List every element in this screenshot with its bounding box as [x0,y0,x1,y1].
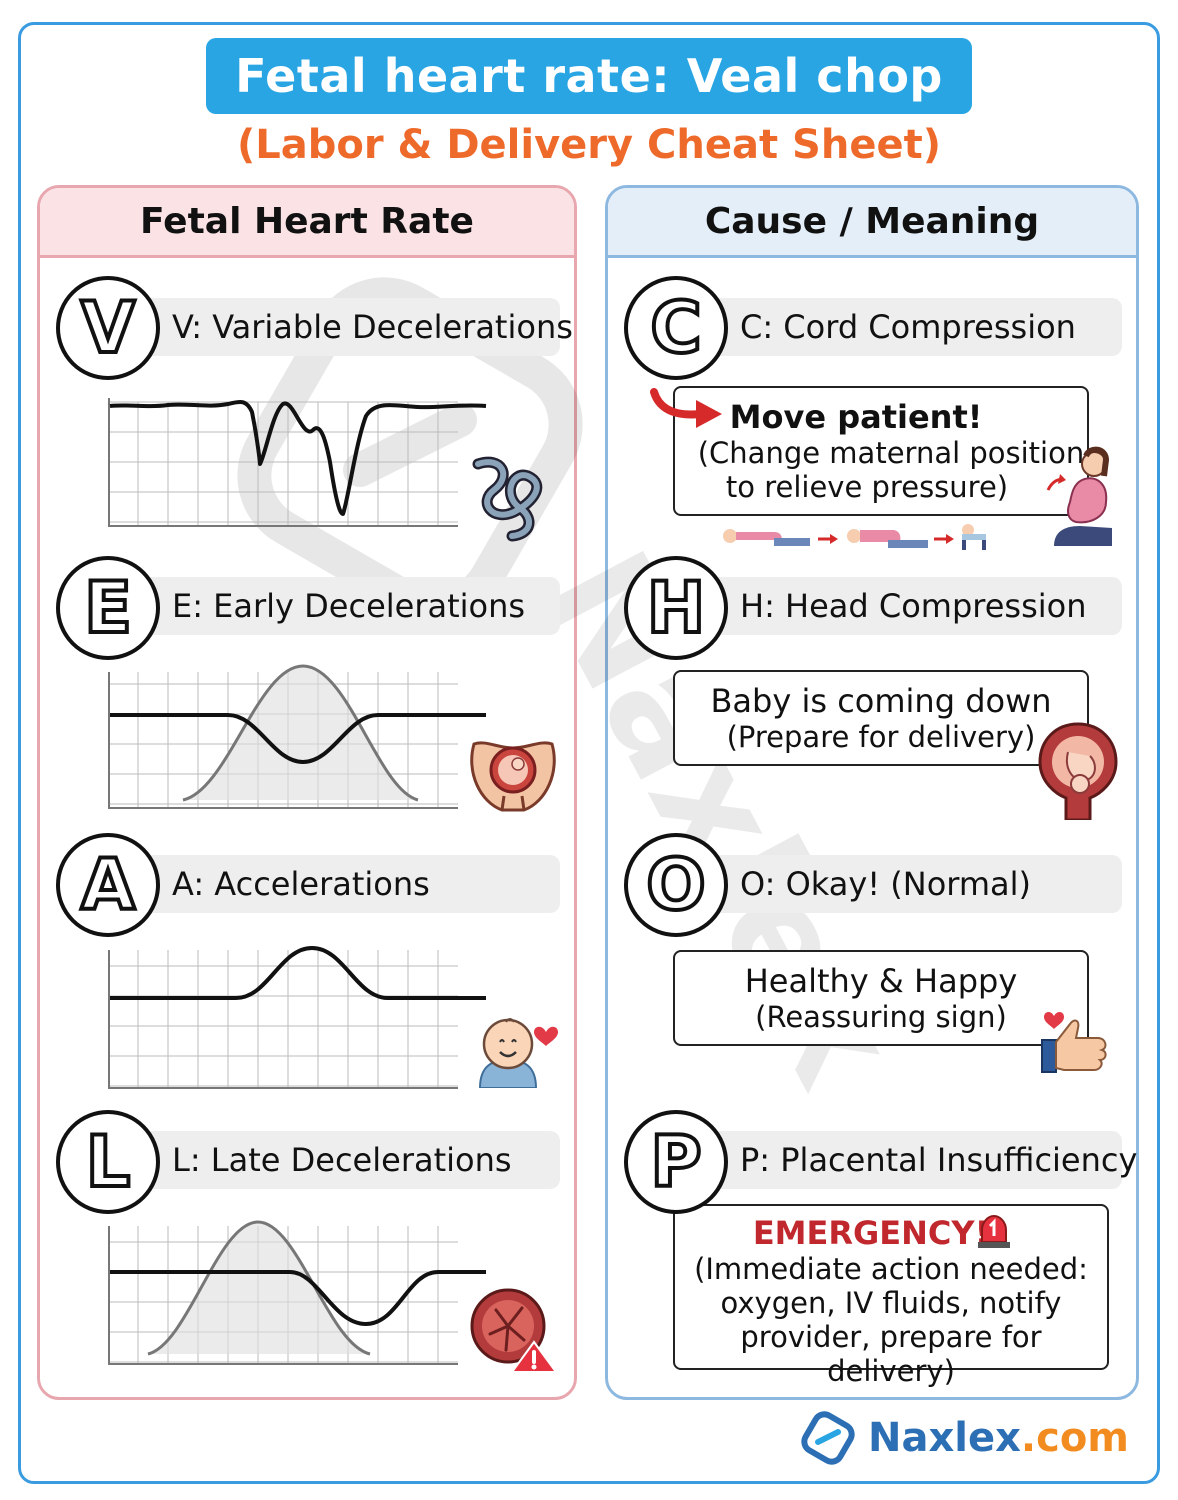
accelerations-label: A: Accelerations [150,855,560,913]
letter-p-badge: P [624,1110,728,1214]
fetus-in-uterus-icon [1038,722,1118,820]
head-compression-label: H: Head Compression [718,577,1122,635]
late-decel-tracing [108,1220,486,1365]
move-patient-sub1: (Change maternal position [697,436,1085,470]
baby-coming-text: Baby is coming down [710,682,1052,720]
footer-brand-text: Naxlex.com [868,1415,1129,1461]
placental-insufficiency-label: P: Placental Insufficiency [718,1131,1137,1189]
red-arrow-icon [650,388,722,428]
cord-compression-label: C: Cord Compression [718,298,1122,356]
healthy-happy-text: Healthy & Happy [744,962,1018,1000]
cause-panel-header: Cause / Meaning [608,188,1136,258]
move-patient-text: Move patient! [729,398,983,436]
fetus-in-pelvis-icon [470,741,556,812]
healthy-happy-sub: (Reassuring sign) [755,1000,1007,1034]
emergency-box: EMERGENCY! (Immediate action needed: oxy… [673,1204,1109,1388]
thumbs-up-heart-icon [1041,1011,1107,1073]
accelerations-tracing [108,945,486,1089]
umbilical-cord-icon [472,456,543,542]
letter-o-badge: O [624,833,728,937]
letter-e-badge: E [56,556,160,660]
fhr-panel-header: Fetal Heart Rate [40,188,574,258]
page-subtitle: (Labor & Delivery Cheat Sheet) [237,122,941,168]
letter-a-badge: A [56,833,160,937]
letter-l-badge: L [56,1110,160,1214]
baby-coming-box: Baby is coming down (Prepare for deliver… [673,670,1089,766]
move-patient-sub2: to relieve pressure) [725,470,1009,504]
footer-logo: Naxlex.com [798,1408,1129,1468]
page-title: Fetal heart rate: Veal chop [235,49,943,103]
pregnant-woman-icon [1046,446,1112,546]
letter-v-badge: V [56,276,160,380]
siren-icon [978,1214,1010,1248]
naxlex-logo-icon [801,1411,855,1465]
baby-coming-sub: (Prepare for delivery) [726,720,1036,754]
okay-normal-label: O: Okay! (Normal) [718,855,1122,913]
early-decel-label: E: Early Decelerations [150,577,560,635]
emergency-sub2: oxygen, IV fluids, notify [720,1286,1062,1320]
emergency-text: EMERGENCY! [752,1214,990,1252]
position-change-sequence-icon [723,524,986,550]
placenta-warning-icon [470,1288,558,1373]
healthy-happy-box: Healthy & Happy (Reassuring sign) [673,950,1089,1046]
emergency-sub3: provider, prepare for delivery) [740,1320,1042,1388]
happy-baby-icon [478,1018,558,1088]
variable-decel-label: V: Variable Decelerations [150,298,573,356]
title-banner: Fetal heart rate: Veal chop [206,38,972,114]
variable-decel-tracing [108,398,487,527]
letter-h-badge: H [624,556,728,660]
late-decel-label: L: Late Decelerations [150,1131,560,1189]
emergency-sub1: (Immediate action needed: [694,1252,1088,1286]
move-patient-box: Move patient! (Change maternal position … [673,386,1089,516]
letter-c-badge: C [624,276,728,380]
early-decel-tracing [108,664,486,809]
